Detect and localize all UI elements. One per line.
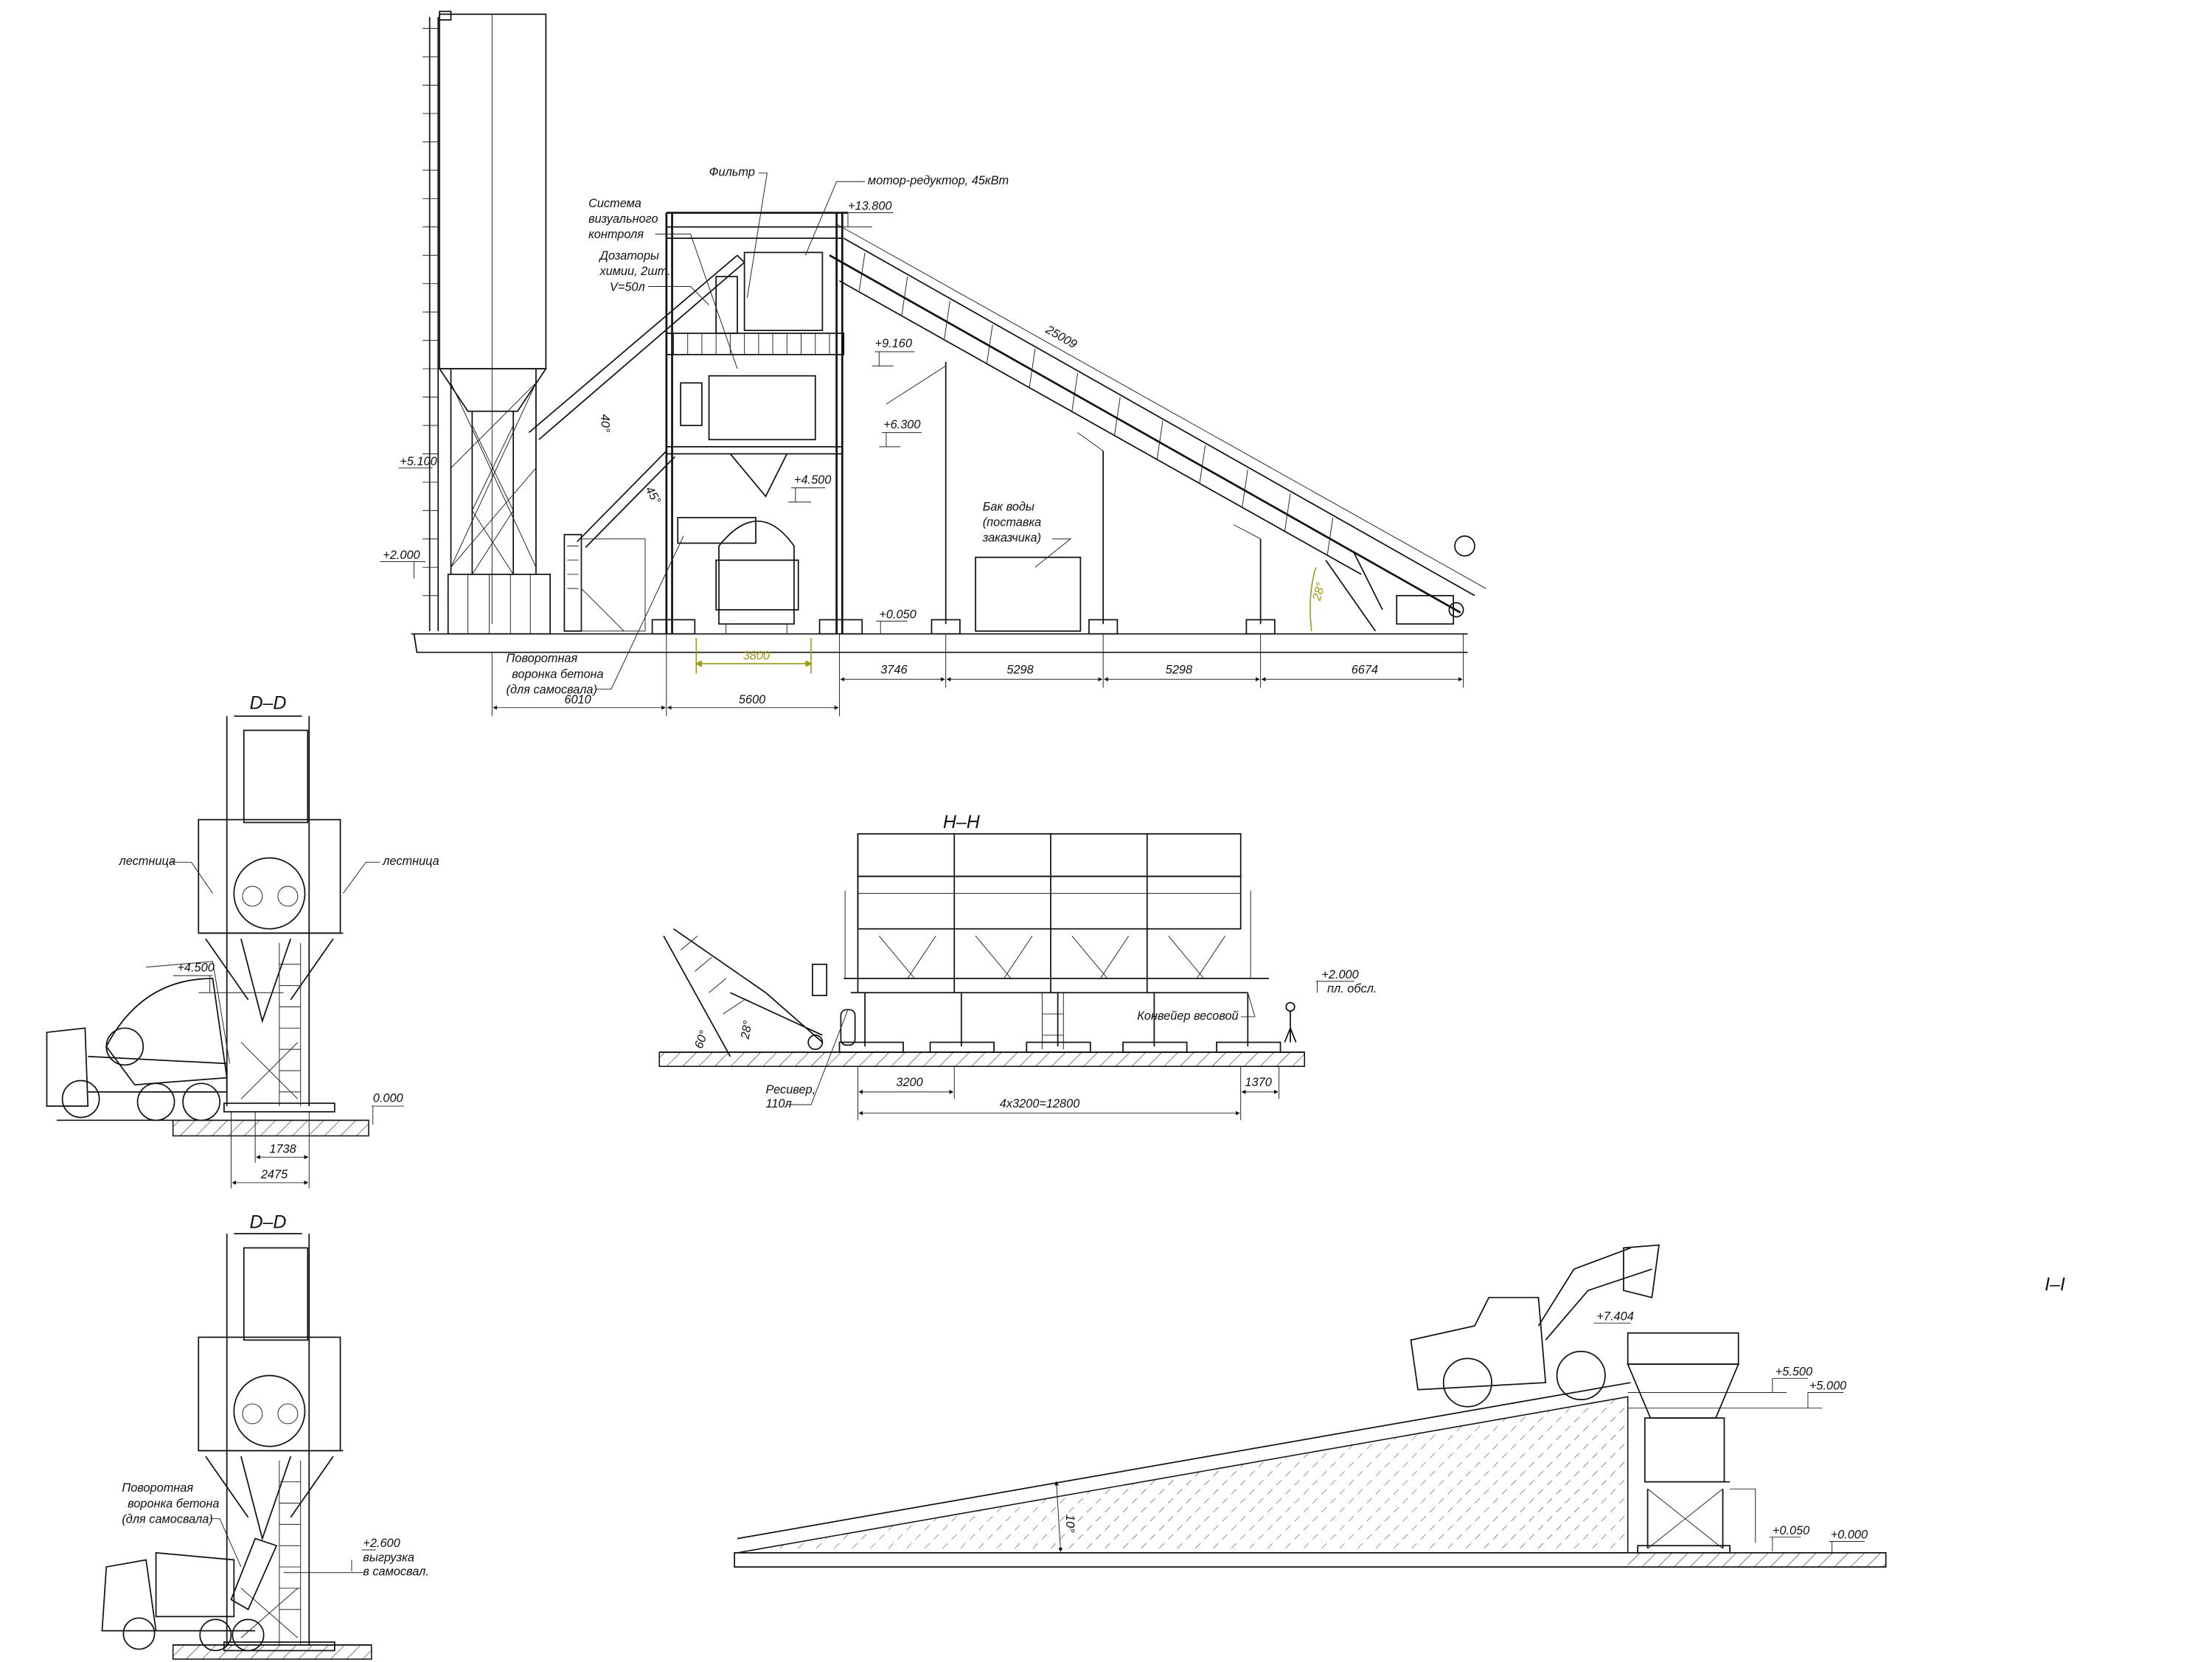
wheel-loader (1410, 1244, 1660, 1408)
foundation-slab (411, 633, 1468, 653)
elevation-2000: +2.000 (383, 549, 420, 562)
elevation-0000-ii: +0.000 (1831, 1529, 1868, 1542)
elevation-13800: +13.800 (848, 200, 891, 213)
inclined-belt-conveyor (829, 237, 1475, 635)
concrete-mixer-truck (46, 961, 231, 1122)
dim-6010: 6010 (564, 693, 591, 706)
section-dd-mixer-truck: D–D лестница лестница +4.500 0.000 (46, 693, 439, 1189)
mixing-tower (651, 212, 863, 635)
ramp (737, 1396, 1629, 1554)
elevation-6300: +6.300 (883, 418, 920, 431)
receiver-label-2: 110л (765, 1097, 791, 1110)
foundation-hatch (172, 1119, 369, 1137)
cement-screw-conveyor (528, 254, 745, 440)
dim-conveyor-length: 25009 (1043, 322, 1079, 351)
elevation-4500-dd: +4.500 (177, 961, 214, 974)
elevation-0000-dd: 0.000 (373, 1091, 403, 1105)
dim-6674: 6674 (1352, 664, 1378, 677)
angle-28: 28° (1310, 581, 1328, 603)
chute-label-dd-3: (для самосвала) (122, 1512, 212, 1526)
elevation-0050: +0.050 (879, 608, 916, 622)
ladder-label-right: лестница (382, 855, 439, 868)
dim-2475: 2475 (260, 1168, 288, 1181)
chute-label-2: воронка бетона (512, 667, 603, 681)
filter-label: Фильтр (709, 166, 755, 179)
dim-5298-a: 5298 (1006, 664, 1033, 677)
receiver-label-1: Ресивер, (765, 1083, 815, 1096)
mixer-truck-front (715, 521, 799, 634)
support-stand (563, 534, 646, 632)
angle-40: 40° (598, 414, 611, 433)
aggregate-hoppers (838, 832, 1281, 1053)
water-tank (975, 556, 1082, 632)
elevation-0050-ii: +0.050 (1773, 1524, 1809, 1537)
chute-label-3: (для самосвала) (507, 683, 597, 696)
section-dd-title: D–D (249, 693, 286, 714)
unload-label-1: выгрузка (363, 1551, 414, 1564)
feed-conveyor (663, 928, 828, 1057)
chute-label-dd-1: Поворотная (122, 1481, 193, 1495)
foundation-hatch-hh (658, 1051, 1305, 1068)
screw-conveyor-2 (577, 451, 676, 548)
dim-3746: 3746 (880, 664, 908, 677)
elevation-5000: +5.000 (1809, 1380, 1846, 1393)
angle-45: 45° (643, 484, 664, 507)
dim-3200: 3200 (896, 1076, 922, 1089)
angle-28-hh: 28° (738, 1019, 754, 1040)
vision-system-label-2: визуального (588, 212, 658, 226)
chem-dosers-label-2: химии, 2шт. (599, 265, 670, 278)
motor-reducer-label: мотор-редуктор, 45кВт (868, 174, 1009, 187)
water-tank-label-2: (поставка (983, 516, 1041, 529)
dimension-lines: 25009 3800 6010 5600 3746 5298 5298 6674 (491, 223, 1486, 717)
foundation-hatch-2 (172, 1644, 372, 1660)
dim-5600: 5600 (739, 693, 765, 706)
chem-dosers-label-1: Дозаторы (598, 249, 658, 262)
ramp-angle-10: 10° (1063, 1515, 1077, 1533)
section-ii-receiving-hopper: I–I +7.404 +5.500 +5.000 +0.050 +0.000 (734, 1244, 2065, 1568)
receiving-hopper (1627, 1332, 1756, 1554)
tower-structure (198, 715, 344, 1113)
chute-label-dd-2: воронка бетона (128, 1497, 219, 1510)
dim-4x3200: 4x3200=12800 (1000, 1097, 1080, 1110)
service-platform-label: пл. обсл. (1327, 982, 1377, 995)
cement-silo (422, 10, 552, 635)
ladder-label-left: лестница (119, 855, 176, 868)
section-hh-aggregate-bins: H–H Ресивер, 110л Конвейер (658, 812, 1377, 1121)
section-dd-dump-truck: D–D Поворотная воронка бетона (для самос… (101, 1211, 429, 1660)
dim-3800: 3800 (743, 649, 770, 662)
elevation-marks: +13.800 +9.160 +6.300 +4.500 +0.050 +5.1… (380, 200, 922, 634)
dim-1370: 1370 (1245, 1076, 1271, 1089)
section-dd-title-2: D–D (249, 1211, 286, 1232)
elevation-2600: +2.600 (363, 1537, 400, 1550)
section-hh-title: H–H (943, 812, 981, 832)
air-receiver (840, 1009, 856, 1046)
unload-label-2: в самосвал. (363, 1565, 429, 1579)
weigh-conveyor-label: Конвейер весовой (1137, 1009, 1238, 1023)
water-tank-label-1: Бак воды (983, 500, 1034, 513)
dim-1738: 1738 (269, 1143, 296, 1156)
elevation-9160: +9.160 (875, 337, 912, 350)
elevation-5500: +5.500 (1775, 1365, 1812, 1378)
dump-truck (101, 1551, 265, 1652)
vision-system-label-3: контроля (588, 228, 644, 241)
chute-label-1: Поворотная (507, 652, 578, 665)
dim-5298-b: 5298 (1166, 664, 1192, 677)
section-ii-title: I–I (2045, 1274, 2065, 1295)
main-elevation-view: Фильтр мотор-редуктор, 45кВт Система виз… (380, 10, 1486, 717)
elevation-5100: +5.100 (400, 455, 437, 468)
worker-figure (1284, 1001, 1297, 1043)
tower-structure-2 (198, 1233, 344, 1652)
water-tank-label-3: заказчика) (982, 532, 1041, 545)
elevation-2000-hh: +2.000 (1321, 968, 1358, 981)
chem-dosers-label-3: V=50л (610, 280, 645, 293)
foundation-hatch-ii (1627, 1552, 1886, 1568)
angle-60-hh: 60° (692, 1029, 712, 1051)
elevation-4500: +4.500 (794, 473, 831, 487)
elevation-7404: +7.404 (1596, 1310, 1633, 1323)
vision-system-label-1: Система (588, 197, 641, 210)
